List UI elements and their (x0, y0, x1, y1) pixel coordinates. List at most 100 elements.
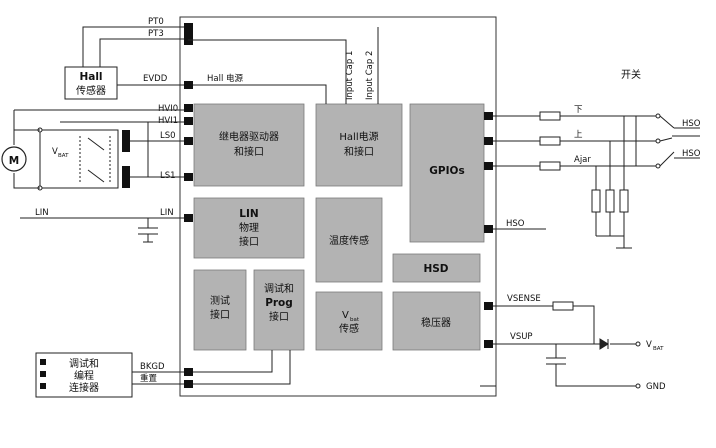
relay-coil-2 (122, 166, 130, 188)
label-ajar: Ajar (574, 155, 591, 165)
debug-conn-line3: 连接器 (69, 381, 99, 394)
pulldown-wires (595, 116, 625, 248)
relay-contact-loop (39, 129, 119, 189)
hall-power-block-line1: Hall电源 (339, 130, 378, 143)
vbat-left-sub: BAT (58, 153, 69, 159)
test-if-line1: 测试 (210, 294, 230, 307)
label-input-cap1: Input Cap 1 (345, 51, 355, 100)
label-pt3: PT3 (148, 29, 164, 39)
pin-gpio-down (484, 112, 493, 120)
debug-prog-block: 调试和 Prog 接口 (253, 269, 305, 351)
label-hall-power: Hall 电源 (207, 73, 244, 84)
label-hso-1: HSO (682, 119, 701, 129)
hsd-label: HSD (423, 263, 448, 275)
switch-blades (659, 115, 675, 167)
vbat-left-v: V (52, 147, 58, 157)
hall-sensor-line1: Hall (79, 71, 102, 83)
wire-motor (13, 110, 40, 189)
pulldown-3 (619, 189, 629, 213)
hall-power-block: Hall电源 和接口 (315, 103, 403, 187)
debug-prog-line3: 接口 (269, 310, 289, 323)
vbat-sense-v: V (342, 310, 349, 321)
vbat-sense-block: V bat 传感 (315, 291, 383, 351)
lin-phy-line2: 物理 (239, 221, 259, 234)
lin-capacitor (138, 218, 158, 243)
temp-sensor-label: 温度传感 (329, 234, 369, 247)
switch-node-2 (655, 138, 661, 144)
switch-hso-wires (672, 127, 700, 159)
vbat-sense-sub: bat (350, 317, 360, 323)
resistor-up (539, 136, 561, 146)
debug-conn-line2: 编程 (74, 369, 94, 382)
relay-driver-line2: 和接口 (234, 145, 264, 158)
regulator-label: 稳压器 (421, 316, 451, 329)
label-vbat-right-sub: BAT (653, 346, 664, 352)
label-input-cap2: Input Cap 2 (365, 51, 375, 100)
wire-input-cap1 (188, 39, 347, 104)
debug-prog-line1: 调试和 (264, 282, 294, 295)
label-reset: 重置 (140, 373, 158, 384)
relay-coil-1 (122, 130, 130, 152)
pulldown-2 (605, 189, 615, 213)
hall-sensor-box: Hall 传感器 (64, 66, 118, 100)
pin-lin (184, 214, 193, 222)
label-ls1: LS1 (160, 171, 176, 181)
wire-bkgd-internal (193, 350, 273, 373)
test-interface-block: 测试 接口 (193, 269, 247, 351)
diode-symbol (599, 338, 609, 350)
label-hvi1: HVI1 (158, 116, 178, 126)
resistor-ajar (539, 161, 561, 171)
switch-node (655, 113, 661, 119)
label-up: 上 (574, 130, 583, 140)
vsup-capacitor (546, 344, 636, 387)
resistor-down (539, 111, 561, 121)
lin-phy-block: LIN 物理 接口 (193, 197, 305, 259)
pin-hvi0 (184, 104, 193, 112)
pin-reset (184, 380, 193, 388)
relay-driver-block: 继电器驱动器 和接口 (193, 103, 305, 187)
switch-title: 开关 (621, 68, 641, 81)
gpios-block: GPIOs (409, 103, 485, 243)
lin-phy-line3: 接口 (239, 235, 259, 248)
gnd-terminal (635, 383, 641, 389)
hsd-block: HSD (392, 253, 481, 283)
hall-power-block-line2: 和接口 (344, 145, 374, 158)
pin-ls0 (184, 137, 193, 145)
debug-prog-line2: Prog (265, 297, 293, 309)
resistor-vsense (552, 301, 574, 311)
temp-sensor-block: 温度传感 (315, 197, 383, 283)
label-hvi0: HVI0 (158, 104, 178, 114)
pin-gpio-ajar (484, 162, 493, 170)
pulldown-1 (591, 189, 601, 213)
debug-conn-line1: 调试和 (69, 357, 99, 370)
lin-phy-line1: LIN (239, 208, 258, 220)
gpios-label: GPIOs (429, 165, 464, 177)
label-bkgd: BKGD (140, 362, 165, 372)
wire-hall-power (193, 84, 327, 104)
vbat-sense-line2: 传感 (339, 322, 359, 335)
pin-ls1 (184, 173, 193, 181)
pin-gpio-up (484, 137, 493, 145)
pin-hvi1 (184, 117, 193, 125)
label-down: 下 (574, 105, 583, 115)
hall-sensor-line2: 传感器 (76, 84, 106, 97)
pin-hso (484, 225, 493, 233)
label-lin-outer: LIN (35, 208, 49, 218)
wire-reset-internal (193, 350, 291, 385)
pin-vsup (484, 340, 493, 348)
vbat-terminal (635, 341, 641, 347)
motor-symbol (1, 146, 27, 172)
test-if-line2: 接口 (210, 308, 230, 321)
debug-connector: 调试和 编程 连接器 (35, 352, 133, 398)
label-hso-3: HSO (506, 219, 525, 229)
motor-label: M (9, 155, 19, 167)
label-gnd: GND (646, 382, 666, 392)
label-hso-2: HSO (682, 149, 701, 159)
label-evdd: EVDD (143, 74, 168, 84)
label-vsup: VSUP (510, 332, 533, 342)
label-vsense: VSENSE (507, 294, 541, 304)
pin-bkgd (184, 368, 193, 376)
label-ls0: LS0 (160, 131, 176, 141)
wire-pt3 (99, 38, 188, 67)
